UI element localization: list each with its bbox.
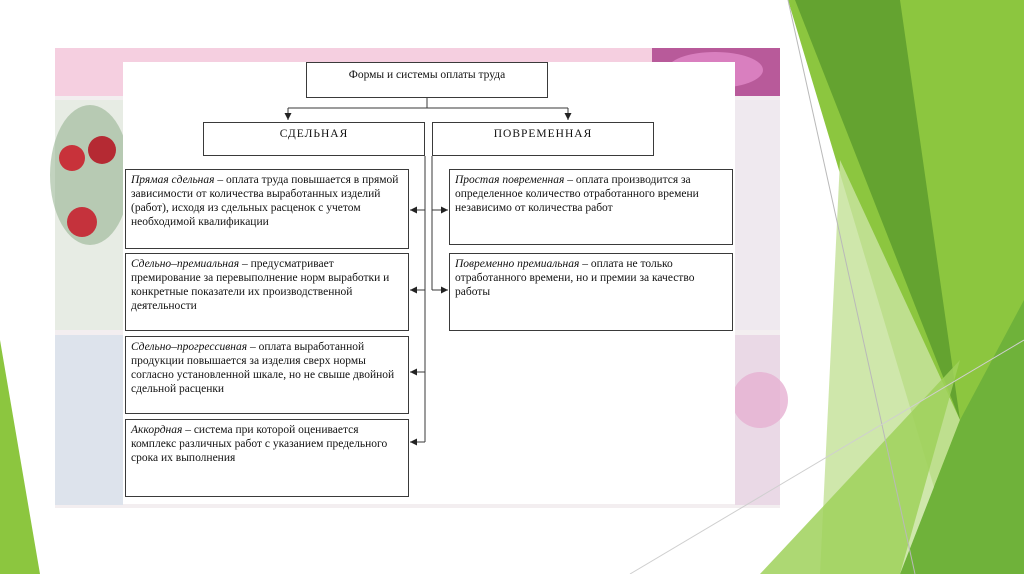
diagram-connectors: [284, 98, 572, 446]
flower-bloom-shape: [732, 372, 788, 428]
berry-shape-1: [59, 145, 85, 171]
green-triangle-bottom: [900, 300, 1024, 574]
povremennaya-head: ПОВРЕМЕННАЯ: [493, 128, 593, 140]
left-item-4-text: – система при которой оценивается компле…: [131, 424, 388, 465]
left-item-3-text: – оплата выработанной продукции повышает…: [131, 341, 395, 396]
left-item-3: Сдельно–прогрессивная – оплата выработан…: [125, 336, 409, 414]
left-item-1-text: – оплата труда повышается в прямой завис…: [131, 174, 399, 229]
green-triangle-mid: [760, 360, 960, 574]
right-item-1: Простая повременная – оплата производитс…: [449, 169, 733, 245]
povremennaya-head-box: ПОВРЕМЕННАЯ: [432, 122, 654, 156]
right-item-2-term: Повременно премиальная: [455, 258, 580, 270]
sdelnaya-head-box: СДЕЛЬНАЯ: [203, 122, 425, 156]
left-item-3-term: Сдельно–прогрессивная: [131, 341, 248, 353]
thin-diagonal-line-2: [629, 339, 1024, 574]
berry-shape-2: [88, 136, 116, 164]
diagram-title-box: Формы и системы оплаты труда: [306, 62, 548, 98]
collage-right-pale: [735, 100, 780, 330]
right-item-1-text: – оплата производится за определенное ко…: [455, 174, 699, 215]
sdelnaya-head: СДЕЛЬНАЯ: [279, 128, 349, 140]
left-item-2: Сдельно–премиальная – предусматривает пр…: [125, 253, 409, 331]
diagram-title: Формы и системы оплаты труда: [348, 69, 506, 81]
left-item-2-term: Сдельно–премиальная: [131, 258, 240, 270]
right-item-2-text: – оплата не только отработанного времени…: [455, 258, 695, 299]
green-triangle-left: [0, 340, 40, 574]
left-item-4-term: Аккордная: [131, 424, 183, 436]
payment-forms-diagram: Формы и системы оплаты труда СДЕЛЬНАЯ ПО…: [123, 62, 735, 504]
right-item-2: Повременно премиальная – оплата не тольк…: [449, 253, 733, 331]
right-item-1-term: Простая повременная: [455, 174, 565, 186]
left-item-2-text: – предусматривает премирование за перевы…: [131, 258, 390, 313]
berry-shape-3: [67, 207, 97, 237]
green-triangle-dark: [795, 0, 960, 420]
thin-diagonal-line: [787, 0, 916, 574]
left-item-1-term: Прямая сдельная: [131, 174, 215, 186]
left-item-1: Прямая сдельная – оплата труда повышаетс…: [125, 169, 409, 249]
blue-photo-left: [55, 335, 123, 505]
left-item-4: Аккордная – система при которой оценивае…: [125, 419, 409, 497]
